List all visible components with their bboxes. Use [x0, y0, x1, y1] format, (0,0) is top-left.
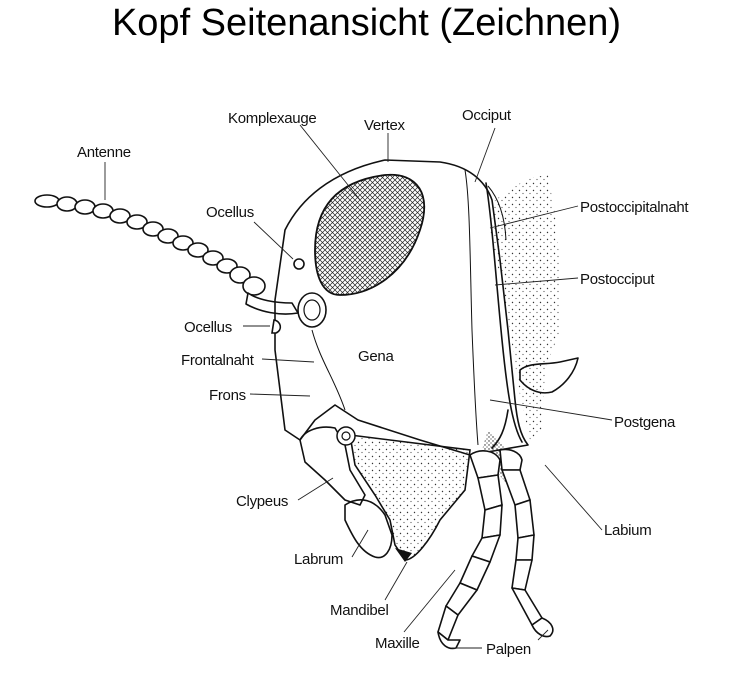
neck-membrane — [490, 175, 560, 440]
antenna-drawing — [34, 194, 299, 315]
label-clypeus: Clypeus — [236, 493, 288, 510]
mandible-shape — [349, 434, 471, 561]
label-maxille: Maxille — [375, 635, 420, 652]
compound-eye — [314, 173, 426, 296]
maxilla-drawing — [437, 450, 503, 650]
label-postocciput: Postocciput — [580, 271, 655, 288]
label-labium: Labium — [604, 522, 651, 539]
label-gena: Gena — [358, 348, 394, 365]
ocellus-side — [271, 319, 282, 334]
label-postgena: Postgena — [614, 414, 676, 431]
label-vertex: Vertex — [364, 117, 406, 134]
label-ocellus-side: Ocellus — [184, 319, 232, 336]
leader-lines — [104, 124, 613, 649]
ocellus-top — [293, 258, 305, 270]
label-frontalnaht: Frontalnaht — [181, 352, 255, 369]
head-capsule — [274, 159, 529, 456]
labrum-shape — [344, 499, 393, 559]
label-labrum: Labrum — [294, 551, 343, 568]
labium-drawing — [499, 448, 554, 638]
label-frons: Frons — [209, 387, 246, 404]
label-komplexauge: Komplexauge — [228, 110, 316, 127]
label-occiput: Occiput — [462, 107, 512, 124]
label-ocellus-top: Ocellus — [206, 204, 254, 221]
label-palpen: Palpen — [486, 641, 531, 658]
label-mandibel: Mandibel — [330, 602, 388, 619]
label-antenne: Antenne — [77, 144, 131, 161]
label-postoccipitalnaht: Postoccipitalnaht — [580, 199, 689, 216]
page-title: Kopf Seitenansicht (Zeichnen) — [111, 2, 622, 44]
clypeus-shape — [299, 426, 366, 506]
